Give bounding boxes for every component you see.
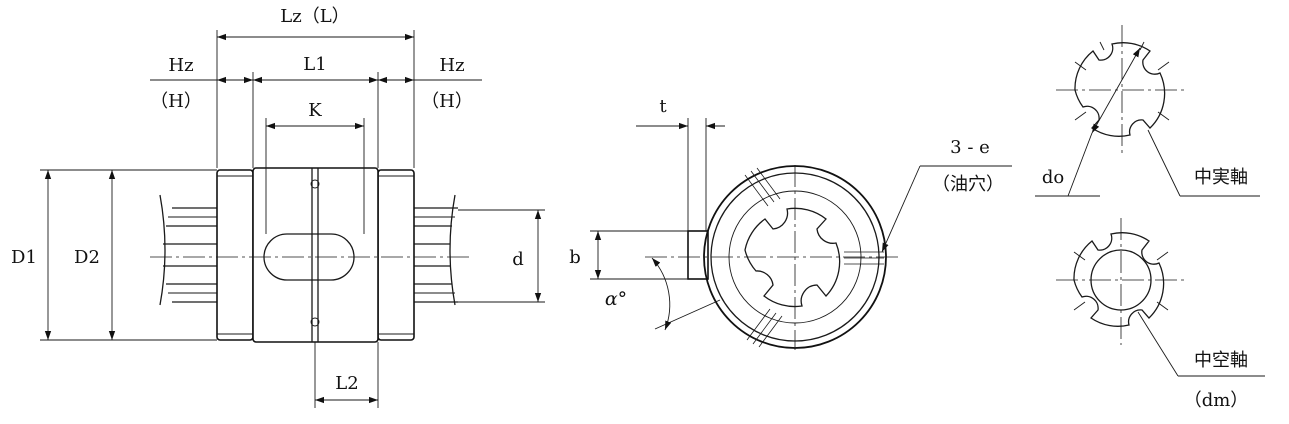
right-flange: [377, 169, 415, 341]
label-hollow-shaft: 中空軸: [1194, 350, 1248, 371]
left-shaft: [159, 194, 217, 306]
label-d1: D1: [11, 247, 37, 268]
label-alpha: α°: [605, 288, 627, 310]
label-oil-hole-count: 3 - e: [950, 137, 990, 158]
right-shaft: [413, 194, 458, 306]
label-k: K: [308, 100, 322, 121]
splined-bore: [744, 207, 841, 308]
label-dm: （dm）: [1184, 390, 1249, 411]
label-do: do: [1042, 167, 1064, 188]
key: [687, 230, 709, 280]
solid-shaft-section: do 中実軸: [1035, 25, 1260, 197]
label-d: d: [512, 249, 524, 270]
label-t: t: [659, 96, 667, 117]
coupling-body: [252, 167, 379, 343]
label-lz-l: Lz（L）: [280, 6, 349, 27]
label-hz-right: Hz: [439, 55, 464, 76]
label-d2: D2: [74, 247, 100, 268]
label-h-right: （H）: [421, 91, 473, 112]
hollow-shaft-section: 中空軸 （dm）: [1056, 218, 1265, 411]
label-l2: L2: [335, 373, 358, 394]
left-flange: [216, 169, 254, 341]
label-l1: L1: [303, 54, 326, 75]
label-h-left: （H）: [150, 91, 202, 112]
label-b: b: [569, 247, 581, 268]
side-view: Lz（L） Hz （H） L1 Hz （H） K D1 D2 d L2: [11, 6, 545, 408]
label-hz-left: Hz: [168, 55, 193, 76]
label-oil-hole-note: （油穴）: [932, 174, 1004, 195]
label-solid-shaft: 中実軸: [1194, 167, 1248, 188]
front-view: t b α° 3 - e （油穴）: [569, 96, 1012, 350]
